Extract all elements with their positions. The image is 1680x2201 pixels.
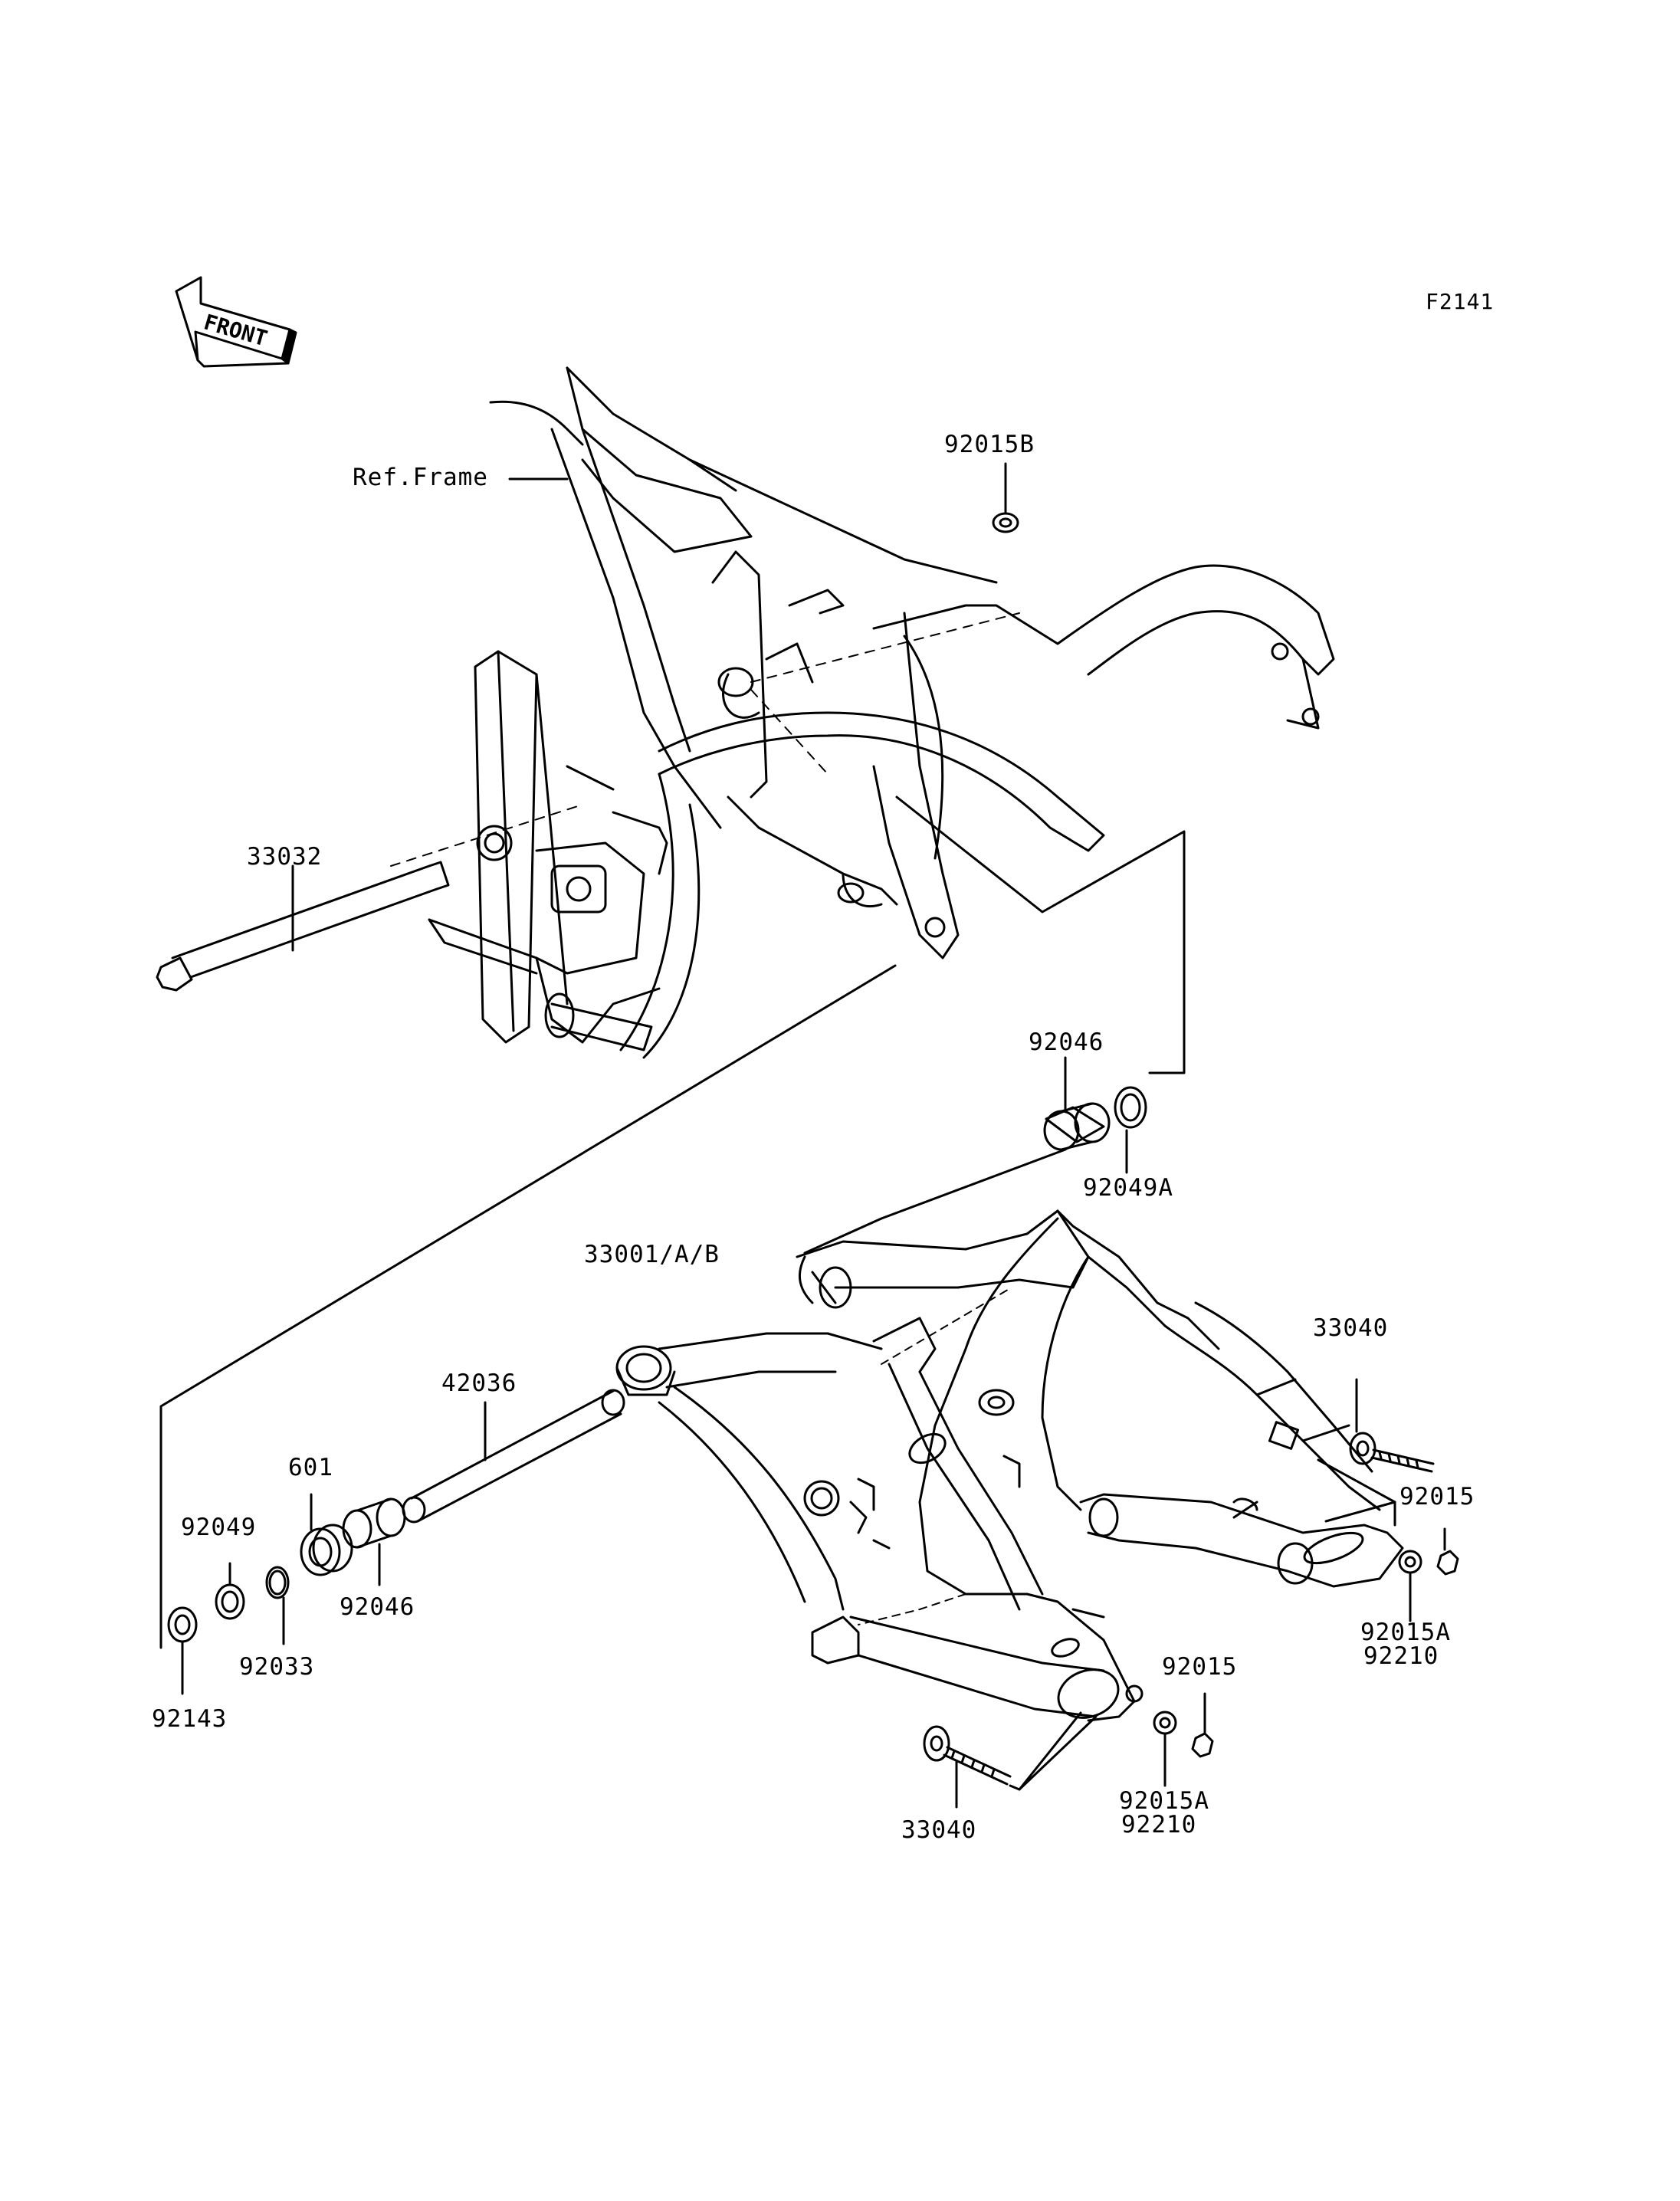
circlip-92033 [265, 1566, 290, 1645]
label-ref-frame: Ref.Frame [353, 464, 488, 491]
bearing-601 [300, 1493, 353, 1576]
nut-92015b [992, 462, 1019, 533]
frame-illustration [390, 366, 1335, 1059]
label-92049a: 92049A [1083, 1174, 1173, 1202]
diagram-code: F2141 [1426, 289, 1495, 314]
swingarm-illustration [615, 1209, 1404, 1722]
label-33040-bottom: 33040 [901, 1816, 977, 1844]
front-arrow-icon: FRONT [175, 276, 297, 368]
label-601: 601 [288, 1454, 333, 1481]
label-33032: 33032 [247, 843, 323, 871]
collar-92143 [167, 1606, 198, 1695]
chain-adjuster-bottom [923, 1725, 1012, 1809]
bushing-92046-bottom [342, 1497, 406, 1586]
label-33001: 33001/A/B [584, 1241, 720, 1268]
label-92015-right: 92015 [1399, 1483, 1475, 1511]
chain-adjuster-right [1349, 1378, 1435, 1473]
seal-92049 [215, 1562, 245, 1620]
label-92015b: 92015B [944, 431, 1035, 458]
label-92210-right: 92210 [1363, 1642, 1439, 1670]
label-92046-top: 92046 [1029, 1028, 1104, 1056]
label-33040-right: 33040 [1313, 1314, 1389, 1342]
label-92049: 92049 [181, 1514, 257, 1541]
spacer-tube-42036 [402, 1389, 625, 1524]
label-92015a-bottom: 92015A [1119, 1787, 1209, 1815]
pivot-shaft-bolt [156, 861, 450, 992]
seal-92049a [1114, 1086, 1147, 1174]
label-42036: 42036 [441, 1369, 517, 1397]
label-92015-bottom: 92015 [1162, 1653, 1238, 1681]
label-92143: 92143 [152, 1705, 228, 1733]
nuts-right [1398, 1527, 1459, 1622]
label-92046-bottom: 92046 [340, 1593, 415, 1621]
label-92015a-right: 92015A [1360, 1619, 1451, 1646]
nuts-bottom [1153, 1692, 1214, 1787]
label-92210-bottom: 92210 [1121, 1811, 1197, 1839]
bushing-92046-top [1043, 1056, 1111, 1151]
label-92033: 92033 [239, 1653, 315, 1681]
